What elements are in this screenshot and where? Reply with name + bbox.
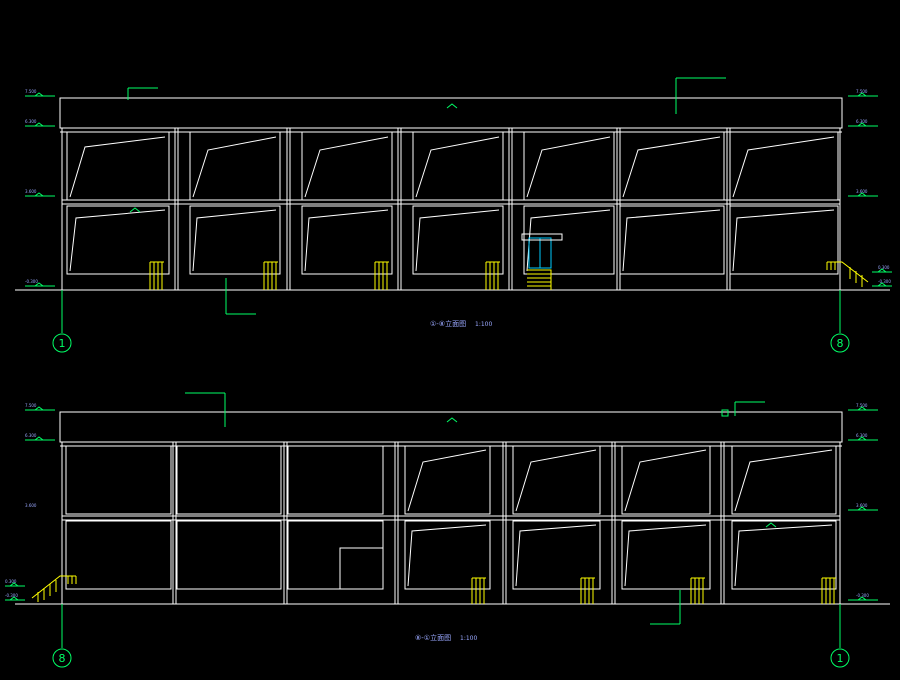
elevation-scale: 1:100 xyxy=(475,321,492,328)
roof-band xyxy=(59,411,843,443)
axis-marker xyxy=(830,333,850,353)
level-label: 3.600 xyxy=(856,503,868,508)
axis-label: 1 xyxy=(59,337,66,350)
roof-band xyxy=(59,97,843,129)
axis-label: 8 xyxy=(837,337,844,350)
elevation-1: 7.500 6.300 3.600 -0.300 7.500 6.300 3.6… xyxy=(15,77,892,353)
level-label: 6.300 xyxy=(25,433,37,438)
stairs xyxy=(31,575,836,604)
elevation-scale: 1:100 xyxy=(460,635,477,642)
level-label: 7.500 xyxy=(856,89,868,94)
leaders xyxy=(127,77,726,315)
level-label: 6.300 xyxy=(856,433,868,438)
level-label: 3.600 xyxy=(856,189,868,194)
lower-windows xyxy=(66,205,839,275)
level-label: 3.600 xyxy=(25,503,37,508)
level-marks-left xyxy=(5,406,55,601)
level-label: 0.300 xyxy=(878,265,890,270)
lower-windows xyxy=(65,520,837,590)
elevation-2: 7.500 6.300 3.600 0.300 -0.300 7.500 6.3… xyxy=(5,392,890,668)
elevation-title: ①-⑧立面图 xyxy=(430,319,466,328)
level-label: -0.300 xyxy=(878,279,891,284)
stairs xyxy=(149,261,869,290)
axis-label: 8 xyxy=(59,652,66,665)
axis-marker xyxy=(52,648,72,668)
level-marks-right xyxy=(848,92,892,287)
level-label: 7.500 xyxy=(25,89,37,94)
elevation-title: ⑧-①立面图 xyxy=(415,633,451,642)
level-label: 3.600 xyxy=(25,189,37,194)
level-label: 6.300 xyxy=(856,119,868,124)
level-label: 7.500 xyxy=(856,403,868,408)
level-label: -0.300 xyxy=(856,593,869,598)
leaders xyxy=(185,392,777,625)
axis-marker xyxy=(52,333,72,353)
axis-label: 1 xyxy=(837,652,844,665)
door-canopy xyxy=(521,233,563,241)
level-label: -0.300 xyxy=(25,279,38,284)
level-label: 7.500 xyxy=(25,403,37,408)
axis-marker xyxy=(830,648,850,668)
level-marks-right xyxy=(848,406,878,601)
level-label: -0.300 xyxy=(5,593,18,598)
upper-windows xyxy=(65,445,837,515)
level-label: 6.300 xyxy=(25,119,37,124)
level-label: 0.300 xyxy=(5,579,17,584)
level-marks-left xyxy=(25,92,55,287)
